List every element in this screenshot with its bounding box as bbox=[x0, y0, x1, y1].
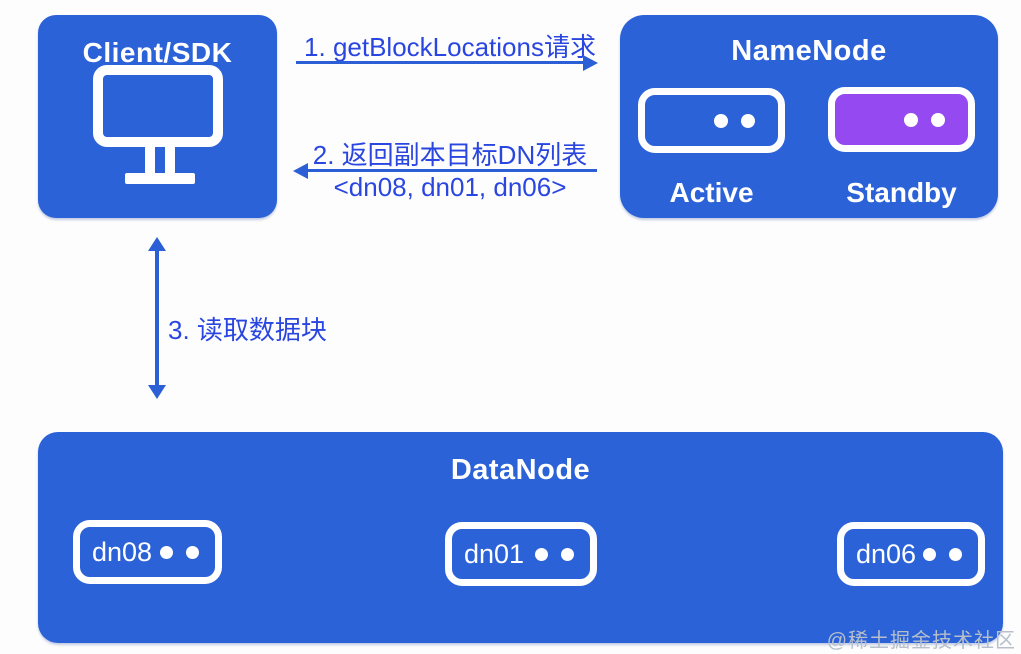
server-dot-icon bbox=[923, 547, 936, 561]
server-dot-icon bbox=[160, 545, 173, 559]
flow-2-label: 2. 返回副本目标DN列表 bbox=[312, 140, 588, 170]
datanode-title: DataNode bbox=[450, 454, 591, 486]
datanode-label: dn01 bbox=[464, 538, 525, 569]
server-dot-icon bbox=[741, 113, 755, 128]
standby-server-icon bbox=[828, 87, 975, 152]
server-dots-icon bbox=[160, 545, 199, 559]
flow-3-label: 3. 读取数据块 bbox=[168, 315, 327, 345]
flow-2-left-arrow bbox=[293, 163, 597, 179]
datanode-dn06: dn06 bbox=[837, 522, 985, 586]
arrow-shaft bbox=[155, 248, 159, 388]
flow-1-right-arrow bbox=[296, 55, 598, 71]
monitor-icon bbox=[92, 65, 223, 184]
datanode-label: dn06 bbox=[856, 538, 917, 569]
server-dot-icon bbox=[931, 112, 945, 127]
active-label: Active bbox=[669, 177, 754, 208]
datanode-dn01: dn01 bbox=[445, 522, 597, 586]
watermark: @稀土掘金技术社区 bbox=[826, 630, 1016, 652]
flow-2-detail: <dn08, dn01, dn06> bbox=[333, 172, 567, 202]
client-box: Client/SDK bbox=[38, 15, 277, 218]
server-dot-icon bbox=[186, 545, 199, 559]
flow-3-vertical-arrow bbox=[148, 237, 166, 399]
server-dot-icon bbox=[904, 112, 918, 127]
server-dot-icon bbox=[535, 547, 548, 561]
namenode-title: NameNode bbox=[731, 35, 887, 67]
datanode-dn08: dn08 bbox=[73, 520, 222, 584]
arrow-shaft bbox=[306, 169, 597, 172]
client-title: Client/SDK bbox=[82, 37, 233, 68]
active-server-icon bbox=[638, 88, 785, 153]
arrow-head-right-icon bbox=[583, 55, 598, 71]
arrow-head-left-icon bbox=[293, 163, 308, 179]
arrow-head-down-icon bbox=[148, 385, 166, 399]
server-dot-icon bbox=[561, 547, 574, 561]
arrow-shaft bbox=[296, 61, 585, 64]
server-dot-icon bbox=[714, 113, 728, 128]
namenode-box: NameNode Active Standby bbox=[620, 15, 998, 218]
server-dots-icon bbox=[923, 547, 962, 561]
server-dot-icon bbox=[949, 547, 962, 561]
server-dots-icon bbox=[535, 547, 574, 561]
datanode-label: dn08 bbox=[92, 536, 153, 567]
arrow-head-up-icon bbox=[148, 237, 166, 251]
standby-label: Standby bbox=[846, 177, 957, 208]
flow-1-label: 1. getBlockLocations请求 bbox=[304, 32, 596, 62]
datanode-box: DataNode dn08 dn01 dn06 bbox=[38, 432, 1003, 643]
